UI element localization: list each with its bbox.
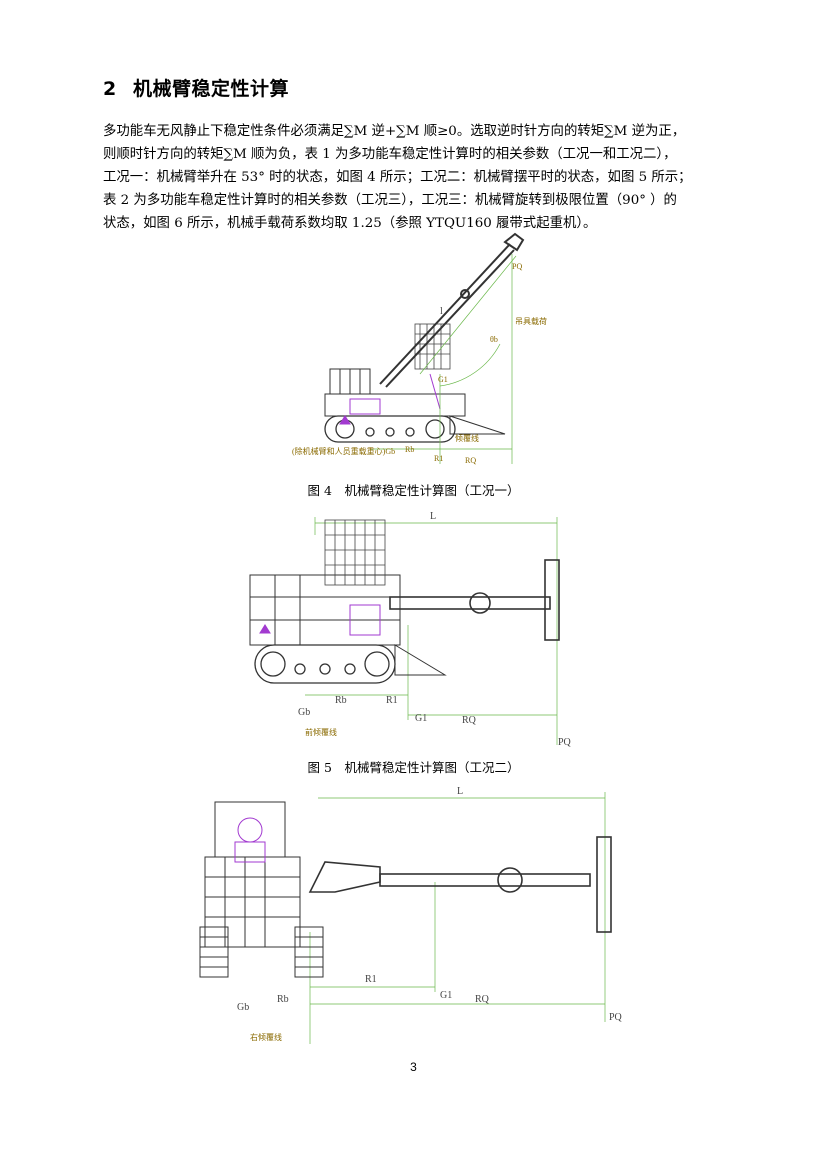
figure-5-caption: 图 5 机械臂稳定性计算图（工况二）: [307, 760, 520, 775]
paragraph-line: 状态，如图 6 所示，机械手载荷系数均取 1.25（参照 YTQU160 履带式…: [103, 216, 597, 231]
dim-label-l: l: [440, 306, 443, 317]
dim-label-gb: (除机械臂和人员重载重心)Gb: [292, 446, 395, 456]
paragraph-line: 工况一：机械臂举升在 53° 时的状态，如图 4 所示；工况二：机械臂摆平时的状…: [103, 170, 692, 185]
figure-5-drawing: L Gb Rb R1 G1 RQ PQ 前倾覆线: [249, 511, 572, 748]
dim-label-theta: θb: [490, 335, 498, 344]
dimension-lines: [309, 792, 606, 1044]
dim-label-tipline: 前倾覆线: [305, 727, 337, 737]
figure-4-drawing: l PQ θb G1 吊具载荷 倾覆线 (除机械臂和人员重载重心)Gb Rb R…: [292, 232, 547, 465]
robot-arm: [308, 836, 612, 933]
dim-label-r1: R1: [434, 454, 443, 463]
paragraph-line: 则顺时针方向的转矩∑M 顺为负，表 1 为多功能车稳定性计算时的相关参数（工况一…: [103, 147, 677, 162]
dim-label-tipline: 倾覆线: [455, 433, 479, 443]
section-heading: 2 机械臂稳定性计算: [103, 74, 289, 101]
section-title: 机械臂稳定性计算: [133, 78, 290, 100]
figure-4-caption: 图 4 机械臂稳定性计算图（工况一）: [307, 483, 520, 498]
dim-label-g1: G1: [440, 990, 452, 1001]
paragraph-line: 多功能车无风静止下稳定性条件必须满足∑M 逆+∑M 顺≥0。选取逆时针方向的转矩…: [103, 124, 686, 139]
dim-label-g1: G1: [438, 375, 448, 384]
paragraph-line: 表 2 为多功能车稳定性计算时的相关参数（工况三），工况三：机械臂旋转到极限位置…: [103, 193, 677, 208]
accent-parts: [339, 373, 441, 425]
body-paragraph: 多功能车无风静止下稳定性条件必须满足∑M 逆+∑M 顺≥0。选取逆时针方向的转矩…: [103, 120, 725, 235]
dim-label-tipline: 右倾覆线: [250, 1032, 282, 1042]
accent-parts: [234, 817, 266, 863]
dim-label-gb: Gb: [237, 1002, 249, 1013]
work-basket: [324, 519, 386, 586]
vehicle-body: [324, 368, 506, 435]
robot-arm: [389, 559, 560, 641]
figure-6-drawing: L R1 G1 Gb Rb RQ PQ 右倾覆线: [199, 786, 623, 1044]
page-number: 3: [410, 1060, 417, 1074]
dim-label-r1: R1: [365, 974, 377, 985]
crawler-track: [200, 936, 323, 968]
vehicle-body: [199, 801, 324, 978]
dim-label-rb: Rb: [277, 994, 289, 1005]
dim-label-load: 吊具载荷: [515, 316, 547, 326]
dim-label-rq: RQ: [462, 715, 477, 726]
dim-label-rb: Rb: [405, 445, 414, 454]
dim-label-rq: RQ: [475, 994, 490, 1005]
dimension-lines: [370, 254, 517, 464]
dim-label-gb: Gb: [298, 707, 310, 718]
robot-arm: [379, 232, 525, 388]
dim-label-rq: RQ: [465, 456, 476, 465]
dimension-lines: [305, 517, 558, 745]
work-basket: [414, 323, 451, 370]
crawler-track: [254, 644, 396, 684]
dim-label-pq: PQ: [512, 262, 522, 271]
dim-label-l: L: [457, 786, 463, 797]
accent-parts: [259, 604, 381, 636]
dim-label-pq: PQ: [609, 1012, 623, 1023]
dim-label-l: L: [430, 511, 436, 522]
section-number: 2: [103, 78, 117, 100]
vehicle-body: [249, 574, 447, 676]
dim-label-r1: R1: [386, 695, 398, 706]
dim-label-rb: Rb: [335, 695, 347, 706]
dim-label-g1: G1: [415, 713, 427, 724]
dim-label-pq: PQ: [558, 737, 572, 748]
